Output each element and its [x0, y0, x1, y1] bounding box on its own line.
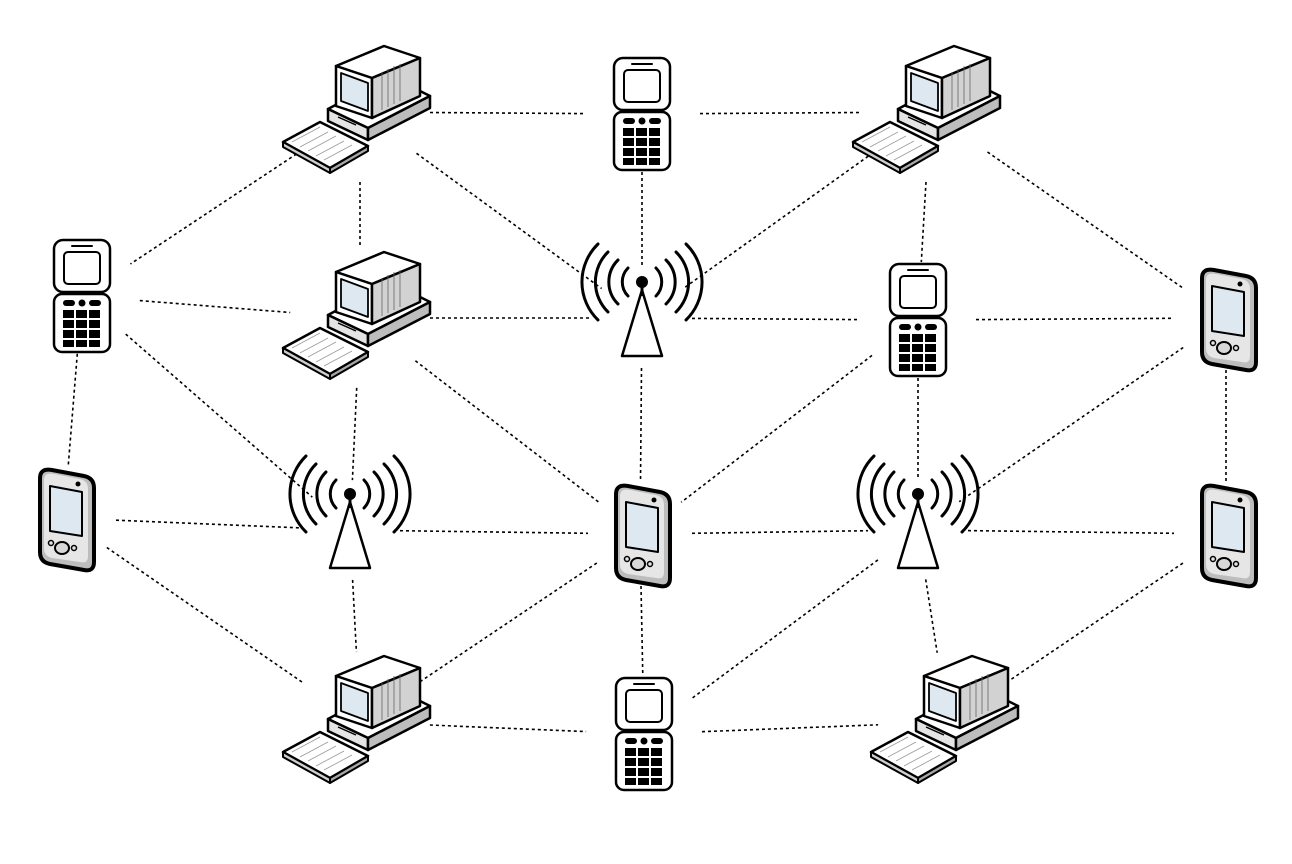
link-tower-right-pda-right-bottom	[967, 529, 1175, 535]
link-tower-top-pda-center	[639, 367, 643, 483]
link-tower-right-pc-bottom-right	[924, 579, 938, 653]
tower-left-radio-tower-icon	[288, 454, 412, 570]
link-pc-bottom-left-phone-bottom	[429, 724, 587, 733]
link-pda-center-tower-right	[691, 529, 869, 535]
phone-bottom-flip-phone-icon	[614, 676, 674, 792]
phone-top-flip-phone-icon	[612, 56, 672, 172]
link-phone-top-pc-top-right	[699, 111, 861, 115]
pc-bottom-right-desktop-computer-icon	[869, 654, 1020, 785]
link-pc-top-left-phone-top	[429, 111, 585, 115]
pc-mid-left-desktop-computer-icon	[281, 250, 432, 381]
link-pda-left-pc-bottom-left	[106, 546, 303, 683]
link-tower-top-phone-mid-right	[691, 317, 861, 321]
pda-left-pda-icon	[38, 467, 96, 573]
link-pc-mid-left-pda-center	[414, 360, 600, 503]
link-pc-top-right-phone-mid-right	[920, 181, 927, 263]
connection-links	[67, 111, 1227, 733]
link-pc-mid-left-tower-left	[351, 387, 358, 481]
pda-right-bottom-pda-icon	[1200, 483, 1258, 589]
pda-center-pda-icon	[614, 483, 672, 589]
link-pda-center-pc-bottom-left	[417, 562, 598, 684]
link-pc-top-left-tower-top	[416, 152, 603, 290]
link-tower-left-pda-center	[399, 529, 589, 535]
pda-right-top-pda-icon	[1200, 267, 1258, 373]
link-phone-bottom-pc-bottom-right	[701, 724, 879, 733]
pc-top-left-desktop-computer-icon	[281, 44, 432, 175]
tower-right-radio-tower-icon	[856, 454, 980, 570]
pc-top-right-desktop-computer-icon	[851, 44, 1002, 175]
link-phone-mid-right-pda-right-top	[975, 317, 1175, 321]
phone-left-flip-phone-icon	[52, 238, 112, 354]
link-pc-top-right-pda-right-top	[987, 151, 1184, 289]
tower-top-radio-tower-icon	[580, 242, 704, 358]
link-pda-center-phone-bottom	[640, 585, 644, 677]
link-phone-left-pc-mid-left	[139, 299, 291, 314]
link-pda-right-top-tower-right	[958, 346, 1184, 503]
phone-mid-right-flip-phone-icon	[888, 262, 948, 378]
link-pda-right-bottom-pc-bottom-right	[1005, 562, 1184, 684]
link-phone-left-tower-left	[125, 333, 313, 498]
pc-bottom-left-desktop-computer-icon	[281, 654, 432, 785]
link-pda-left-tower-left	[115, 519, 301, 529]
link-pc-top-right-tower-top	[682, 152, 874, 290]
link-tower-left-pc-bottom-left	[351, 579, 358, 653]
link-pc-top-left-phone-left	[129, 149, 303, 265]
link-phone-left-pda-left	[67, 353, 79, 467]
link-tower-right-phone-bottom	[690, 559, 879, 701]
link-phone-mid-right-pda-center	[680, 354, 873, 503]
